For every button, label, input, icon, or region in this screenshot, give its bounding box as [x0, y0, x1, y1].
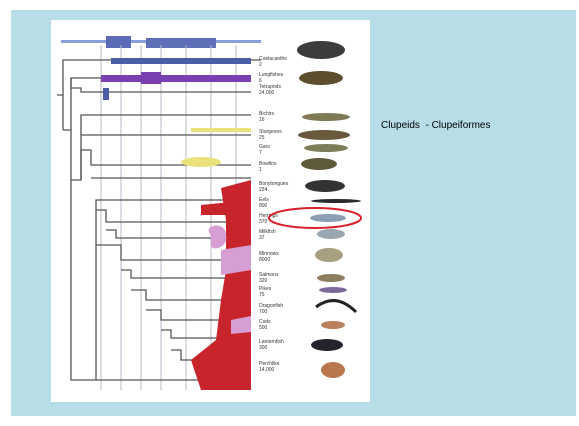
clade-name-perchlike: Perchlike [259, 361, 280, 367]
bichir-icon [302, 113, 350, 121]
clade-count: 7 [259, 150, 262, 156]
clade-count: 16 [259, 117, 265, 123]
highlight-ellipse [268, 207, 362, 229]
clade-count: 14,000 [259, 367, 275, 373]
bonytongue-icon [305, 180, 345, 192]
clade-count: 1 [259, 167, 262, 173]
bowfin-icon [301, 158, 337, 170]
phylogeny-figure: Coelacanths 2 Lungfishes 6 Tetrapods 24,… [51, 20, 370, 402]
clade-count: 2 [259, 62, 262, 68]
sturgeon-icon [298, 130, 350, 140]
lanternfish-icon [311, 339, 343, 351]
clade-count: 370 [259, 219, 268, 225]
clade-name-bonytongues: Bonytongues [259, 181, 289, 187]
slide-panel: Coelacanths 2 Lungfishes 6 Tetrapods 24,… [11, 10, 576, 416]
clade-name-gars: Gars [259, 144, 270, 150]
clade-count: 700 [259, 309, 268, 315]
clade-name-pikes: Pikes [259, 286, 272, 292]
clade-name-cods: Cods [259, 319, 271, 325]
coelacanth-band [111, 58, 251, 64]
period-header-block [146, 38, 216, 48]
clade-count: 75 [259, 292, 265, 298]
clade-count: 500 [259, 325, 268, 331]
clade-name-bichirs: Bichirs [259, 111, 275, 117]
slide-caption: Clupeids - Clupeiformes [381, 120, 491, 131]
clade-count: 24,000 [259, 90, 275, 96]
phylogeny-tree: Coelacanths 2 Lungfishes 6 Tetrapods 24,… [57, 36, 362, 390]
teleost-radiation [191, 180, 251, 390]
clade-count: 300 [259, 345, 268, 351]
gar-icon [304, 144, 348, 152]
clade-count: 8000 [259, 257, 270, 263]
period-header-block [106, 36, 131, 48]
clade-count: 6 [259, 78, 262, 84]
clade-name-milkfish: Milkfish [259, 229, 276, 235]
milkfish-band [208, 225, 227, 249]
bowfin-band [181, 157, 221, 167]
clade-name-sturgeons: Sturgeons [259, 129, 282, 135]
sturgeon-band [191, 128, 251, 132]
clade-name-salmons: Salmons [259, 272, 279, 278]
milkfish-icon [317, 229, 345, 239]
time-grid [100, 45, 237, 390]
clade-name-lungfishes: Lungfishes [259, 72, 284, 78]
clade-count: 25 [259, 135, 265, 141]
clade-name-coelacanths: Coelacanths [259, 56, 287, 62]
clade-count: 320 [259, 278, 268, 284]
clade-name-dragonfish: Dragonfish [259, 303, 283, 309]
coelacanth-icon [297, 41, 345, 59]
lungfish-icon [299, 71, 343, 85]
tetrapod-marker [103, 88, 109, 100]
eel-icon [311, 199, 361, 203]
dragonfish-icon [315, 299, 358, 314]
cod-icon [321, 321, 345, 329]
clade-name-eels: Eels [259, 197, 269, 203]
clade-name-bowfins: Bowfins [259, 161, 277, 167]
clade-count: 224 [259, 187, 268, 193]
fish-icons [297, 41, 361, 378]
clade-name-lanternfish: Lanternfish [259, 339, 284, 345]
herring-icon [310, 214, 346, 222]
cod-band [231, 316, 251, 334]
minnow-icon [315, 248, 343, 262]
lungfish-band [101, 75, 251, 82]
clade-count: 800 [259, 203, 268, 209]
clade-count: 37 [259, 235, 265, 241]
clade-labels: Coelacanths 2 Lungfishes 6 Tetrapods 24,… [259, 56, 289, 373]
salmon-icon [317, 274, 345, 282]
pike-icon [319, 287, 347, 293]
clade-name-minnows: Minnows [259, 251, 279, 257]
lungfish-bulge [141, 72, 161, 84]
minnow-band [221, 245, 251, 275]
perch-icon [321, 362, 345, 378]
clade-name-tetrapods: Tetrapods [259, 84, 281, 90]
bonytongue-band [201, 200, 251, 215]
